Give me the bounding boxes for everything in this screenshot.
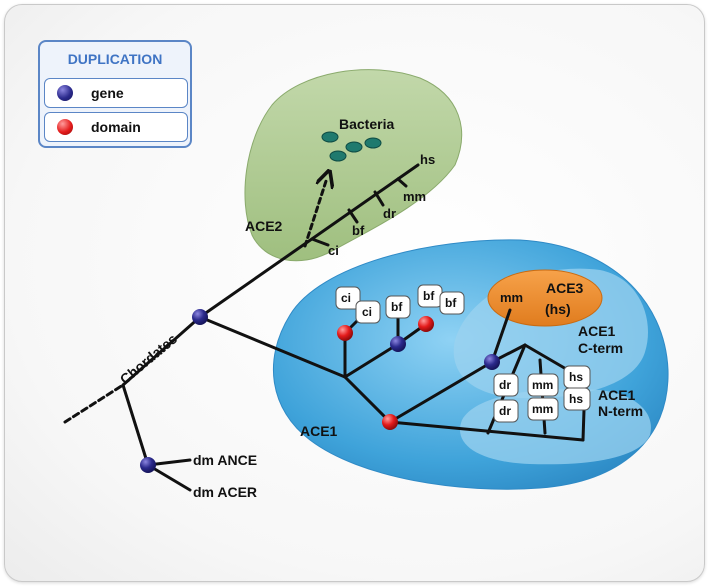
gene-node-dm	[140, 457, 156, 473]
dm-ance-label: dm ANCE	[193, 452, 257, 468]
gene-node-bf	[390, 336, 406, 352]
legend-domain-label: domain	[91, 119, 141, 135]
bacteria-icons	[321, 131, 382, 162]
ace3-mm-label: mm	[500, 290, 523, 305]
ace2-mm-label: mm	[403, 189, 426, 204]
ace2-region	[244, 69, 463, 262]
legend-item-gene: gene	[44, 78, 188, 108]
ace1-cterm-label-1: ACE1	[578, 323, 616, 339]
tag-mm-top: mm	[532, 378, 553, 392]
tag-dr-top: dr	[499, 378, 511, 392]
tag-mm-bottom: mm	[532, 402, 553, 416]
gene-dot-icon	[57, 85, 73, 101]
tag-hs-top: hs	[569, 370, 583, 384]
tag-dr-bottom: dr	[499, 404, 511, 418]
domain-node-ci	[337, 325, 353, 341]
legend-item-domain: domain	[44, 112, 188, 142]
gene-node-chordates	[192, 309, 208, 325]
ace2-ci-label: ci	[328, 243, 339, 258]
ace2-hs-label: hs	[420, 152, 435, 167]
legend-title: DUPLICATION	[67, 51, 163, 67]
tag-ci-bottom: ci	[362, 305, 372, 319]
ace3-region	[487, 269, 603, 327]
legend-gene-label: gene	[91, 85, 124, 101]
chordates-label: Chordates	[117, 330, 180, 387]
duplication-legend: DUPLICATION gene domain	[38, 40, 192, 148]
ace3-hs-label: (hs)	[545, 301, 571, 317]
domain-node-ace1	[382, 414, 398, 430]
ace2-dr-label: dr	[383, 206, 396, 221]
bacteria-label: Bacteria	[339, 116, 394, 132]
tag-bf-bottom: bf	[445, 296, 457, 310]
ace1-nterm-label-1: ACE1	[598, 387, 636, 403]
ace2-bf-label: bf	[352, 223, 365, 238]
ace2-label: ACE2	[245, 218, 283, 234]
gene-node-ace3	[484, 354, 500, 370]
domain-dot-icon	[57, 119, 73, 135]
ace3-label: ACE3	[546, 280, 584, 296]
domain-node-bf	[418, 316, 434, 332]
ace1-nterm-label-2: N-term	[598, 403, 643, 419]
dm-acer-label: dm ACER	[193, 484, 257, 500]
tag-ci-top: ci	[341, 291, 351, 305]
species-tags	[335, 284, 591, 423]
ace1-cterm-label-2: C-term	[578, 340, 623, 356]
duplication-nodes	[140, 309, 500, 473]
tag-bf-single: bf	[391, 300, 403, 314]
ace1-label: ACE1	[300, 423, 338, 439]
tag-bf-top: bf	[423, 289, 435, 303]
tag-hs-bottom: hs	[569, 392, 583, 406]
